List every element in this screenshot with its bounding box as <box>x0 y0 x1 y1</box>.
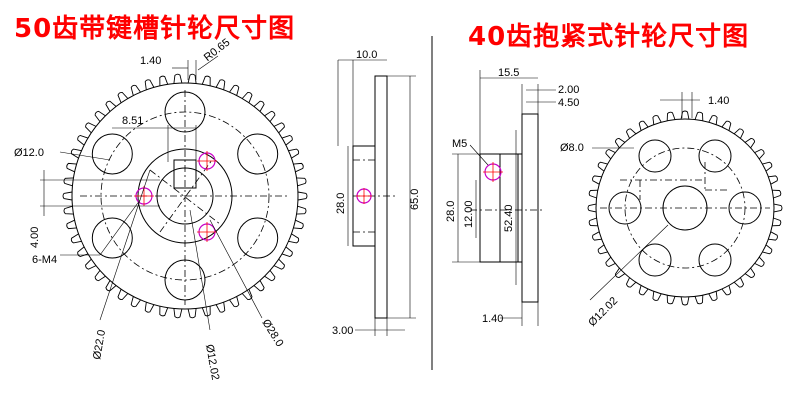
svg-text:Ø12.02: Ø12.02 <box>203 343 221 381</box>
svg-text:52.40: 52.40 <box>503 204 515 232</box>
svg-text:28.0: 28.0 <box>335 193 347 214</box>
svg-text:M5: M5 <box>452 138 467 150</box>
lightening-hole <box>91 217 133 259</box>
left-wheel-front-view: 1.40 R0.65 8.51 Ø12.0 4.00 <box>14 36 308 381</box>
lightening-hole <box>237 133 279 175</box>
svg-text:15.5: 15.5 <box>498 67 519 79</box>
right-wheel-teeth <box>587 110 783 306</box>
right-side-disc <box>521 113 539 303</box>
lightening-hole <box>237 217 279 259</box>
svg-text:6-M4: 6-M4 <box>32 254 57 266</box>
dim-left-lightening-hole-dia: Ø12.0 <box>14 147 111 161</box>
svg-text:8.51: 8.51 <box>122 115 143 127</box>
dim-left-keyway-width: 8.51 <box>112 115 197 162</box>
svg-text:10.0: 10.0 <box>356 49 377 61</box>
dim-left-4-00: 4.00 <box>29 170 160 248</box>
right-wheel-front-view: 1.40 Ø8.0 Ø12.02 <box>560 92 783 329</box>
title-50-tooth-keyed-wheel: 50齿带键槽针轮尺寸图 <box>14 14 296 44</box>
dim-right-pitch: 1.40 <box>660 92 729 118</box>
svg-text:1.40: 1.40 <box>708 95 729 107</box>
lightening-hole <box>698 243 732 277</box>
svg-text:1.40: 1.40 <box>482 313 503 325</box>
dim-right-bore-dia: Ø12.02 <box>586 224 669 329</box>
title-40-tooth-clamp-wheel: 40齿抱紧式针轮尺寸图 <box>468 22 750 52</box>
left-tap-hole-left <box>134 186 154 206</box>
svg-text:Ø22.0: Ø22.0 <box>91 329 108 361</box>
left-tap-hole-upper <box>197 151 217 171</box>
svg-text:28.0: 28.0 <box>445 201 457 222</box>
dim-left-pitch: 1.40 <box>140 55 197 80</box>
dim-left-dia-28: Ø28.0 <box>209 219 286 349</box>
right-wheel-root-circle <box>595 118 775 298</box>
left-wheel-root-circle <box>71 82 299 310</box>
right-side-view: 15.5 2.00 4.50 M5 28.0 12.00 52.40 <box>445 67 579 326</box>
right-side-hub <box>479 153 523 263</box>
left-side-view: 10.0 28.0 65.0 3.00 <box>332 49 421 337</box>
dim-left-dia-22: Ø22.0 <box>91 169 151 361</box>
svg-text:3.00: 3.00 <box>332 325 353 337</box>
svg-text:1.40: 1.40 <box>140 55 161 67</box>
svg-text:12.00: 12.00 <box>463 200 475 228</box>
svg-text:Ø12.02: Ø12.02 <box>586 295 620 329</box>
dim-left-tap-count: 6-M4 <box>32 199 141 266</box>
lightening-hole <box>638 243 672 277</box>
dim-right-hole-dia: Ø8.0 <box>560 142 634 154</box>
svg-text:Ø12.0: Ø12.0 <box>14 147 44 159</box>
lightening-hole <box>638 139 672 173</box>
left-tap-hole-lower <box>197 222 217 242</box>
gear-tooth-profile <box>587 110 783 306</box>
left-side-disc <box>374 75 388 319</box>
dim-left-dia-12-02: Ø12.02 <box>189 209 221 381</box>
svg-text:4.00: 4.00 <box>29 227 41 248</box>
svg-text:2.00: 2.00 <box>558 84 579 96</box>
svg-text:Ø28.0: Ø28.0 <box>259 317 285 349</box>
svg-text:Ø8.0: Ø8.0 <box>560 142 584 154</box>
svg-text:R0.65: R0.65 <box>202 36 233 64</box>
svg-text:4.50: 4.50 <box>558 97 579 109</box>
dim-left-tooth-radius: R0.65 <box>197 36 233 71</box>
lightening-hole <box>91 133 133 175</box>
svg-text:65.0: 65.0 <box>409 189 421 210</box>
lightening-hole <box>698 139 732 173</box>
